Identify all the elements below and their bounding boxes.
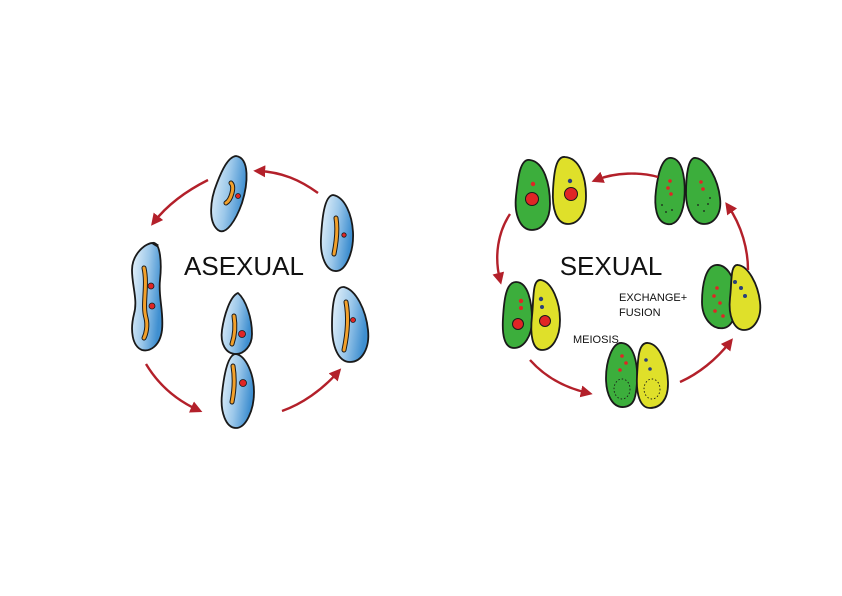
sexual-pair-right	[701, 264, 762, 331]
macronucleus	[512, 318, 524, 330]
micronucleus	[518, 298, 524, 304]
arrow-icon	[492, 213, 511, 285]
exchange-label-line1: EXCHANGE+	[619, 292, 687, 304]
micronucleus	[147, 282, 155, 290]
sexual-pair-left	[501, 279, 561, 351]
sexual-arrows	[492, 171, 750, 398]
micronucleus	[239, 379, 247, 387]
asexual-cycle: ASEXUAL	[131, 155, 370, 429]
arrow-icon	[679, 338, 733, 384]
micronucleus	[350, 317, 356, 323]
asexual-dividing-cell	[220, 292, 255, 429]
arrow-icon	[144, 363, 203, 413]
asexual-cell-lower-right	[331, 286, 370, 363]
micronucleus	[235, 193, 241, 199]
macronucleus-fragment	[613, 378, 631, 400]
micronucleus	[530, 181, 536, 187]
sexual-title: SEXUAL	[560, 251, 663, 281]
micronucleus	[148, 302, 156, 310]
arrow-icon	[151, 178, 209, 226]
macronucleus	[539, 315, 551, 327]
macronucleus	[564, 187, 578, 201]
asexual-cell-top	[210, 155, 248, 233]
sexual-cycle: SEXUAL EXCHANGE+ FUSION MEIOSIS	[492, 156, 762, 409]
arrow-icon	[529, 359, 593, 398]
asexual-cell-upper-right	[320, 194, 354, 272]
sexual-pair-top-left	[514, 156, 587, 231]
asexual-title: ASEXUAL	[184, 251, 304, 281]
micronucleus	[519, 306, 523, 310]
exchange-label-line2: FUSION	[619, 307, 661, 319]
micronucleus	[567, 178, 573, 184]
arrow-icon	[253, 165, 319, 194]
micronucleus	[538, 296, 544, 302]
arrow-icon	[281, 368, 342, 413]
arrow-icon	[591, 171, 659, 183]
micronucleus	[341, 232, 347, 238]
asexual-arrows	[144, 165, 342, 413]
macronucleus	[525, 192, 539, 206]
asexual-cell-left	[131, 241, 164, 352]
macronucleus-fragment	[643, 378, 661, 400]
meiosis-label: MEIOSIS	[573, 334, 619, 346]
sexual-pair-top-right	[654, 157, 722, 226]
micronucleus	[238, 330, 246, 338]
arrow-icon	[725, 202, 750, 271]
micronucleus	[540, 305, 544, 309]
sexual-pair-bottom	[605, 342, 669, 409]
